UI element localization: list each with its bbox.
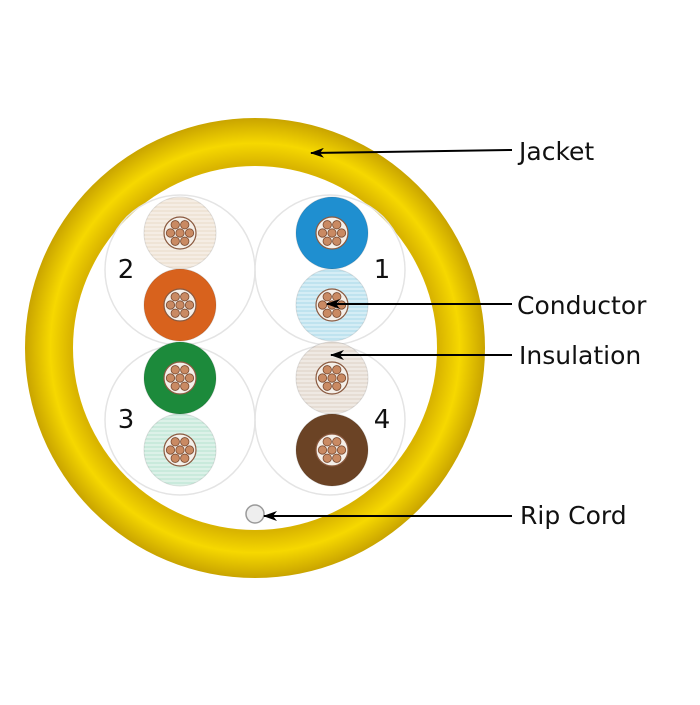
conductor-strand (332, 453, 342, 463)
conductor-strand (322, 292, 332, 302)
conductor-strand (170, 220, 180, 230)
conductor-strand (322, 220, 332, 230)
conductor-strand (165, 373, 176, 383)
pair-number-1: 1 (374, 255, 391, 285)
wire-brown (295, 413, 369, 487)
conductor-strand (327, 373, 337, 383)
conductor-strand (170, 453, 180, 463)
conductor-strand (170, 308, 180, 318)
conductor-strand (332, 236, 342, 246)
conductor-strand (322, 236, 332, 246)
conductor-strand (180, 292, 190, 302)
conductor-strand (322, 365, 332, 375)
conductor-strand (332, 381, 342, 391)
conductor-strand (332, 437, 342, 447)
jacket-leader-line (310, 147, 513, 158)
wire-blue (295, 196, 369, 270)
conductor-strand (332, 292, 342, 302)
conductor-strand (317, 300, 328, 310)
insulation-label: Insulation (519, 341, 641, 370)
pair-number-3: 3 (118, 405, 135, 435)
conductor-strand (322, 453, 332, 463)
conductor-strand (180, 381, 190, 391)
conductor-strand (170, 292, 180, 302)
conductor-strand (180, 453, 190, 463)
conductor-strand (175, 300, 185, 310)
conductor-strand (322, 381, 332, 391)
conductor-strand (165, 445, 176, 455)
wires (143, 196, 369, 487)
wire-orange (143, 268, 217, 342)
conductor-strand (170, 437, 180, 447)
rip-cord-label: Rip Cord (520, 501, 627, 530)
conductor-strand (327, 228, 337, 238)
wire-green-white (143, 413, 217, 487)
conductor-strand (317, 373, 328, 383)
conductor-strand (165, 228, 176, 238)
conductor-strand (170, 236, 180, 246)
jacket-label: Jacket (517, 137, 594, 166)
conductor-label: Conductor (517, 291, 647, 320)
conductor-strand (184, 300, 195, 310)
conductor-strand (322, 437, 332, 447)
conductor-strand (170, 365, 180, 375)
conductor-strand (180, 365, 190, 375)
conductor-strand (180, 220, 190, 230)
pair-number-4: 4 (374, 405, 391, 435)
rip-cord (245, 504, 265, 524)
conductor-strand (180, 308, 190, 318)
conductor-strand (175, 373, 185, 383)
conductor-strand (322, 308, 332, 318)
conductor-strand (336, 445, 347, 455)
conductor-strand (184, 445, 195, 455)
pair-number-2: 2 (118, 255, 135, 285)
conductor-strand (184, 228, 195, 238)
conductor-strand (327, 445, 337, 455)
conductor-strand (332, 220, 342, 230)
wire-orange-white (143, 196, 217, 270)
conductor-strand (317, 445, 328, 455)
conductor-strand (175, 445, 185, 455)
conductor-strand (332, 365, 342, 375)
conductor-strand (180, 437, 190, 447)
conductor-strand (336, 228, 347, 238)
conductor-strand (332, 308, 342, 318)
wire-green (143, 341, 217, 415)
wire-brown-white (295, 341, 369, 415)
conductor-strand (180, 236, 190, 246)
conductor-strand (170, 381, 180, 391)
conductor-strand (165, 300, 176, 310)
conductor-strand (336, 373, 347, 383)
conductor-strand (175, 228, 185, 238)
conductor-strand (184, 373, 195, 383)
conductor-strand (317, 228, 328, 238)
